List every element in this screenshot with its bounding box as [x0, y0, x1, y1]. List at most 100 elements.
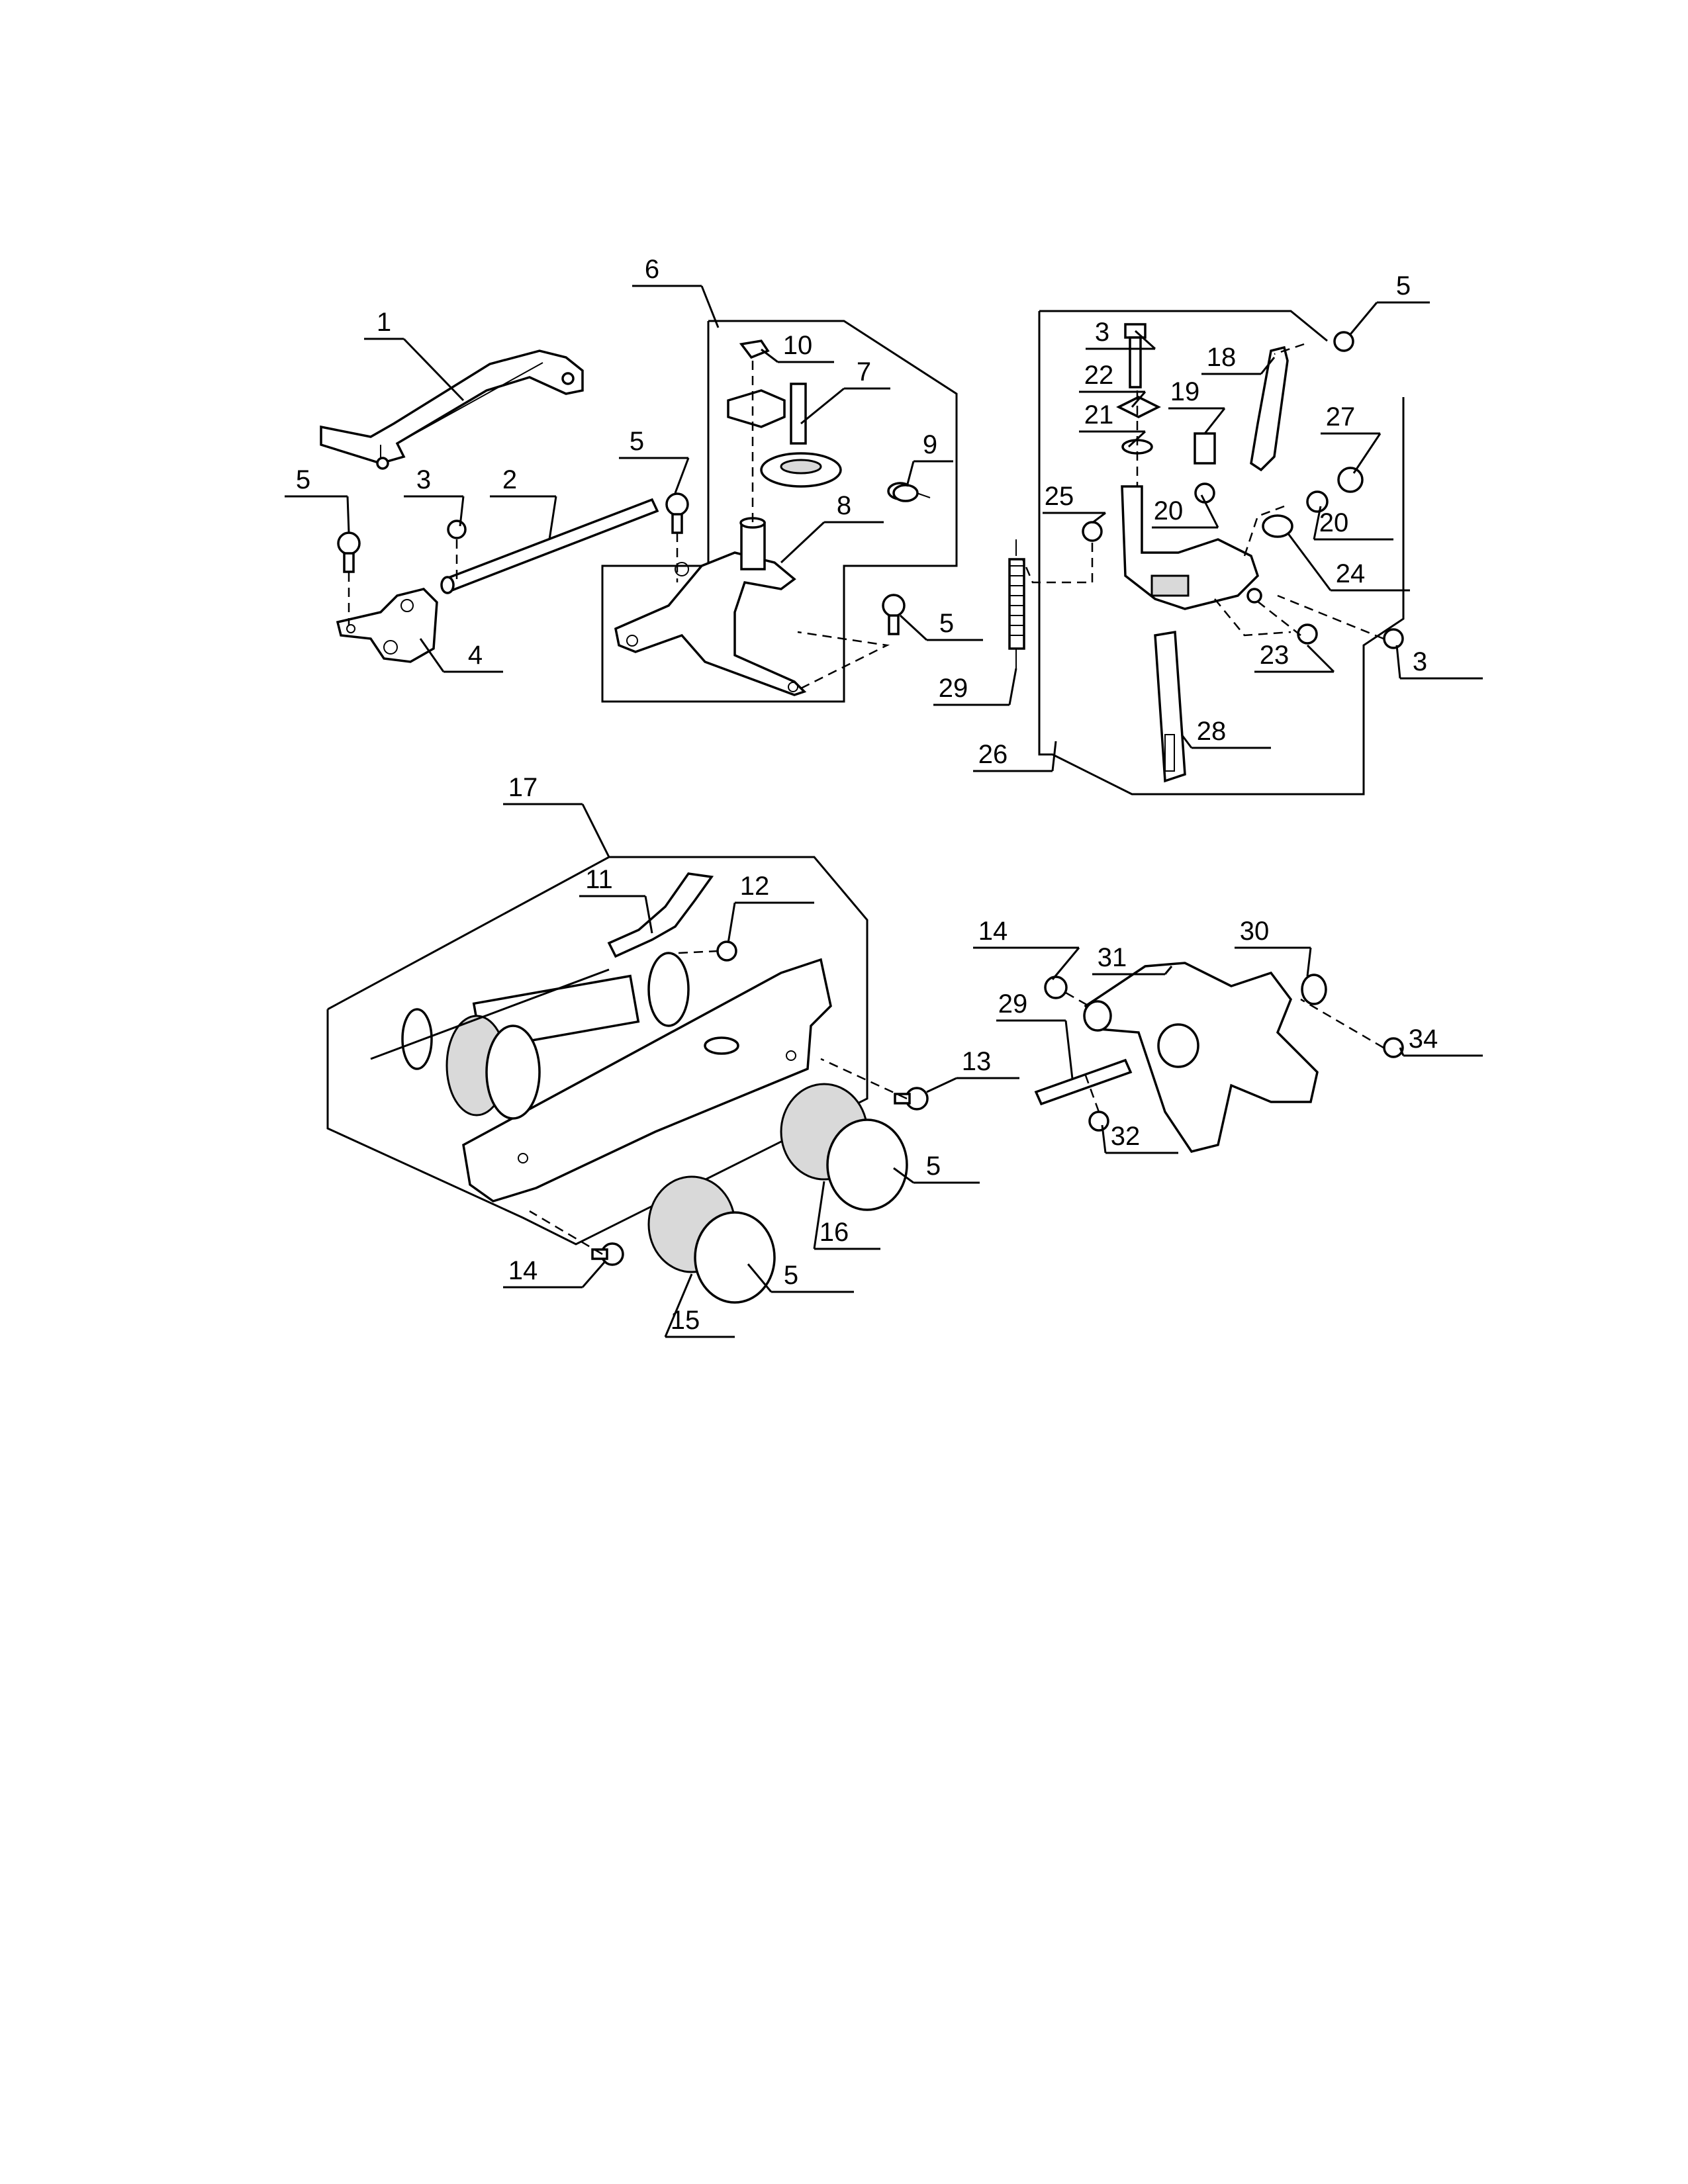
part-8-base-bracket	[614, 517, 807, 696]
callout-19: 19	[1168, 377, 1226, 434]
callout-leader	[893, 1167, 914, 1184]
part-2-shaft-rod	[440, 498, 659, 594]
callout-number: 1	[377, 308, 391, 337]
callout-number: 5	[784, 1261, 798, 1290]
callout-number: 24	[1336, 559, 1366, 588]
callout-4: 4	[419, 638, 503, 673]
callout-9: 9	[906, 430, 953, 487]
callout-5: 5	[1349, 271, 1430, 335]
part-32-pin	[1034, 1058, 1133, 1106]
callout-6: 6	[632, 255, 720, 328]
callout-number: 23	[1260, 641, 1289, 670]
part-5-screw-d	[894, 1087, 929, 1111]
callout-3: 3	[1086, 318, 1156, 350]
callout-18: 18	[1201, 343, 1276, 375]
callout-number: 22	[1084, 361, 1114, 390]
callout-leader	[664, 1273, 693, 1338]
part-25-washer	[1337, 467, 1364, 493]
callout-leader	[899, 614, 928, 641]
callout-7: 7	[800, 357, 890, 425]
callout-leader	[1352, 433, 1382, 474]
group-17-outline-b	[1038, 311, 1405, 796]
part-9-spring	[887, 482, 931, 502]
callout-12: 12	[727, 872, 814, 944]
callout-28: 28	[1180, 717, 1271, 749]
callout-number: 3	[1413, 647, 1427, 676]
callout-5: 5	[619, 427, 690, 494]
callout-number: 8	[837, 491, 851, 520]
callout-number: 6	[645, 255, 659, 284]
callout-leader	[459, 496, 465, 527]
callout-number: 29	[939, 674, 968, 703]
callout-number: 3	[416, 465, 431, 494]
part-7-spindle-disc	[727, 383, 842, 488]
callout-leader	[926, 1077, 957, 1093]
group-17-outline	[1039, 310, 1328, 342]
callout-31: 31	[1092, 943, 1173, 976]
part-5-screw-e	[591, 1242, 624, 1266]
callout-leader	[1051, 947, 1080, 980]
callout-number: 12	[740, 872, 770, 901]
callout-23: 23	[1254, 641, 1335, 673]
callout-number: 11	[585, 865, 613, 894]
part-12-bracket	[607, 872, 714, 958]
callout-number: 25	[1045, 482, 1074, 511]
callout-11: 11	[579, 865, 653, 934]
callout-number: 32	[1111, 1122, 1141, 1151]
callout-5: 5	[893, 1152, 980, 1184]
callout-number: 5	[1396, 271, 1411, 300]
callout-number: 20	[1154, 496, 1184, 525]
callout-leader	[1164, 966, 1173, 975]
callout-leader	[761, 348, 778, 363]
callout-leader	[1008, 668, 1017, 705]
callout-number: 27	[1326, 402, 1356, 432]
part-3-ring-c	[1297, 623, 1318, 645]
callout-number: 16	[820, 1218, 849, 1247]
callout-number: 13	[962, 1047, 992, 1076]
callout-number: 21	[1084, 400, 1114, 430]
part-21-stud	[1194, 432, 1216, 465]
callout-30: 30	[1235, 917, 1312, 977]
callout-leader	[1260, 357, 1276, 375]
part-13-screw	[716, 940, 737, 962]
part-14-16-knob-rear	[780, 1083, 908, 1211]
callout-number: 9	[923, 430, 937, 459]
part-4-hinge-block	[336, 588, 438, 663]
callout-20: 20	[1152, 494, 1219, 529]
part-5-screw-b	[665, 492, 689, 534]
part-3-ring-a	[447, 520, 467, 539]
callout-number: 29	[998, 989, 1028, 1019]
callout-34: 34	[1399, 1024, 1483, 1057]
callout-number: 14	[508, 1256, 538, 1285]
callout-number: 2	[502, 465, 517, 494]
callout-leader	[674, 457, 690, 494]
callout-leader	[1051, 741, 1057, 772]
callout-10: 10	[761, 331, 834, 363]
callout-5: 5	[899, 609, 983, 641]
part-28-extension-spring	[1008, 539, 1025, 668]
callout-leader	[727, 902, 736, 944]
callout-leader	[1200, 494, 1219, 528]
callout-leader	[906, 461, 915, 487]
callout-number: 19	[1170, 377, 1200, 406]
callout-3: 3	[1395, 645, 1483, 680]
part-24-spacer	[1306, 490, 1329, 513]
group-6-outline	[601, 320, 958, 703]
callout-leader	[581, 1260, 607, 1288]
part-18-bolt	[1124, 323, 1147, 388]
callout-leader	[1306, 947, 1312, 977]
callout-26: 26	[973, 740, 1057, 772]
callout-14: 14	[973, 917, 1080, 980]
callout-number: 18	[1207, 343, 1237, 372]
callout-number: 5	[630, 427, 644, 456]
callout-number: 15	[671, 1306, 700, 1335]
callout-leader	[1092, 512, 1106, 524]
callout-27: 27	[1321, 402, 1382, 474]
callout-leader	[1180, 734, 1193, 749]
callout-leader	[419, 638, 445, 672]
callout-leader	[346, 496, 350, 533]
callout-number: 5	[296, 465, 310, 494]
part-31-washer	[1044, 976, 1068, 999]
